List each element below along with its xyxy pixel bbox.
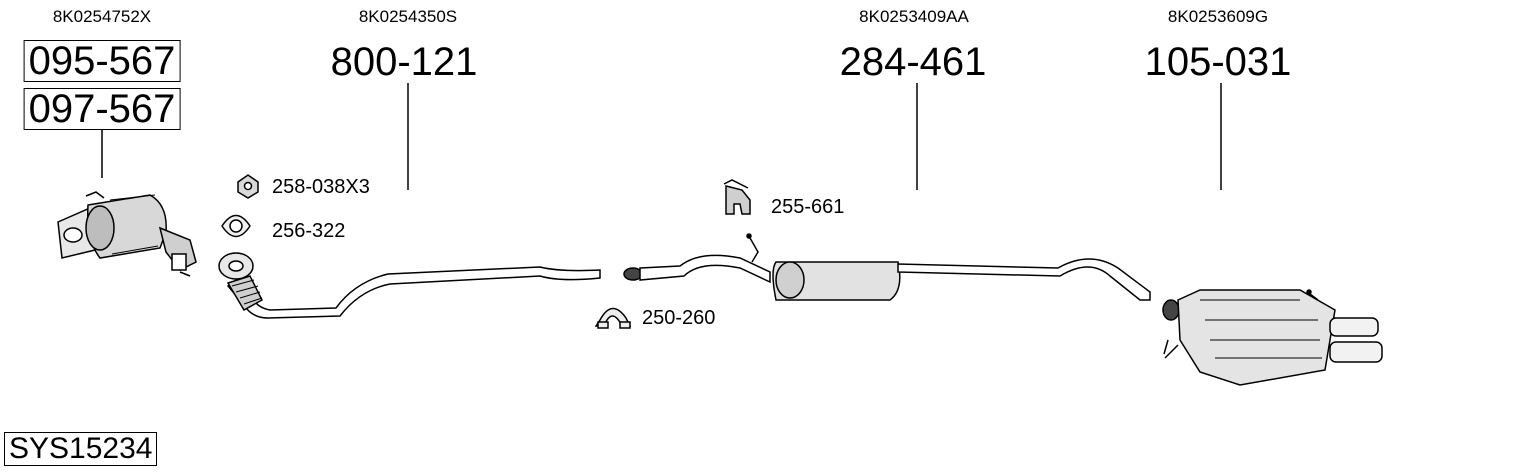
- part-number-rear-silencer[interactable]: 105-031: [1144, 40, 1292, 84]
- oem-number-catalyst: 8K0254752X: [52, 7, 152, 26]
- accessory-label-rubber-hanger[interactable]: 255-661: [771, 196, 845, 218]
- part-number-catalyst-2[interactable]: 097-567: [23, 88, 181, 130]
- part-number-catalyst-1[interactable]: 095-567: [23, 40, 181, 82]
- rubber-hanger-icon: [723, 179, 751, 215]
- catalytic-converter-icon: [57, 191, 197, 277]
- oem-number-rear-silencer: 8K0253609G: [1167, 7, 1269, 26]
- oem-number-front-pipe: 8K0254350S: [358, 7, 458, 26]
- middle-silencer-icon: [623, 233, 1151, 301]
- clamp-icon: [594, 307, 632, 329]
- part-number-middle-silencer[interactable]: 284-461: [839, 40, 987, 84]
- oem-number-middle-silencer: 8K0253409AA: [859, 7, 969, 26]
- accessory-label-nut[interactable]: 258-038X3: [272, 176, 370, 198]
- front-pipe-icon: [218, 252, 601, 319]
- accessory-label-gasket[interactable]: 256-322: [272, 220, 346, 242]
- system-code: SYS15234: [4, 432, 158, 466]
- accessory-label-clamp[interactable]: 250-260: [642, 307, 716, 329]
- rear-silencer-icon: [1162, 289, 1383, 386]
- part-number-front-pipe[interactable]: 800-121: [330, 40, 478, 84]
- gasket-icon: [221, 214, 251, 238]
- nut-icon: [237, 174, 259, 199]
